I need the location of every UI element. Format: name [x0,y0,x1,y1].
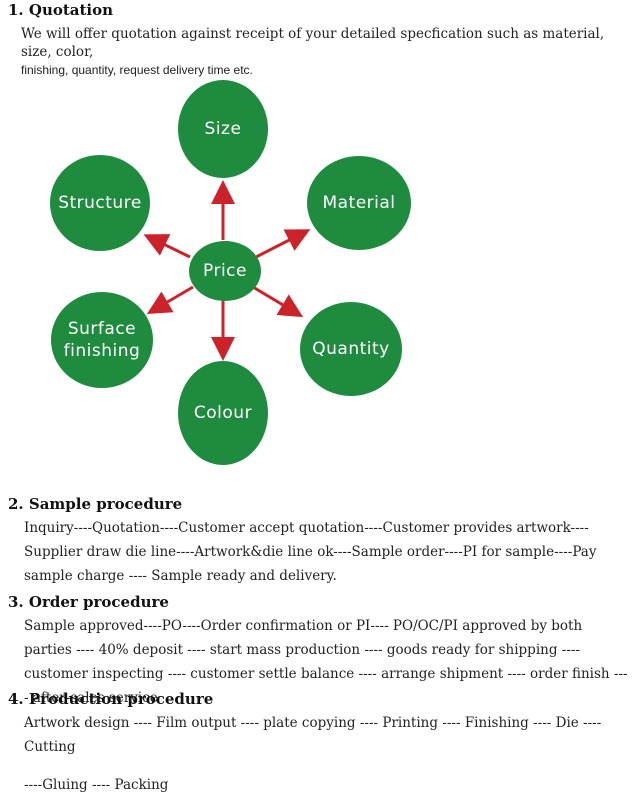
node-size: Size [178,80,268,178]
arrow-to-material [255,229,311,259]
arrow-to-quantity [252,285,304,318]
node-colour-label: Colour [194,403,252,423]
quotation-text-line2: finishing, quantity, request delivery ti… [21,63,253,77]
quotation-text-line1: We will offer quotation against receipt … [21,26,605,60]
node-structure-label: Structure [58,193,142,213]
order-text: Sample approved----PO----Order confirmat… [24,618,628,706]
arrow-to-surface [146,285,194,315]
sample-text: Inquiry----Quotation----Customer accept … [24,520,597,584]
node-quantity-label: Quantity [312,339,389,359]
price-factors-diagram: Size Material Structure Surface finishin… [40,75,420,470]
production-text-line1: Artwork design ---- Film output ---- pla… [24,715,602,755]
price-factors-svg: Size Material Structure Surface finishin… [50,80,411,465]
section-quotation: 1. Quotation We will offer quotation aga… [8,1,630,78]
arrows [143,180,311,361]
section-production-procedure: 4. Production procedure Artwork design -… [8,690,630,797]
node-structure: Structure [50,155,150,251]
arrow-to-structure [143,234,191,259]
production-heading: 4. Production procedure [8,690,214,708]
node-size-label: Size [205,119,242,139]
quotation-heading: 1. Quotation [8,1,114,19]
order-heading: 3. Order procedure [8,593,169,611]
sample-heading: 2. Sample procedure [8,495,183,513]
node-surface-label-2: finishing [64,341,141,361]
node-colour: Colour [178,361,268,465]
node-material-label: Material [322,193,395,213]
node-price-label: Price [203,261,247,281]
section-sample-procedure: 2. Sample procedure Inquiry----Quotation… [8,495,630,588]
node-surface-finishing: Surface finishing [51,292,153,388]
node-surface-label-1: Surface [68,319,136,339]
node-material: Material [307,156,411,250]
section-order-procedure: 3. Order procedure Sample approved----PO… [8,593,630,710]
node-price-center: Price [189,241,261,301]
node-quantity: Quantity [300,302,402,396]
production-text-line2: ----Gluing ---- Packing [24,777,169,793]
